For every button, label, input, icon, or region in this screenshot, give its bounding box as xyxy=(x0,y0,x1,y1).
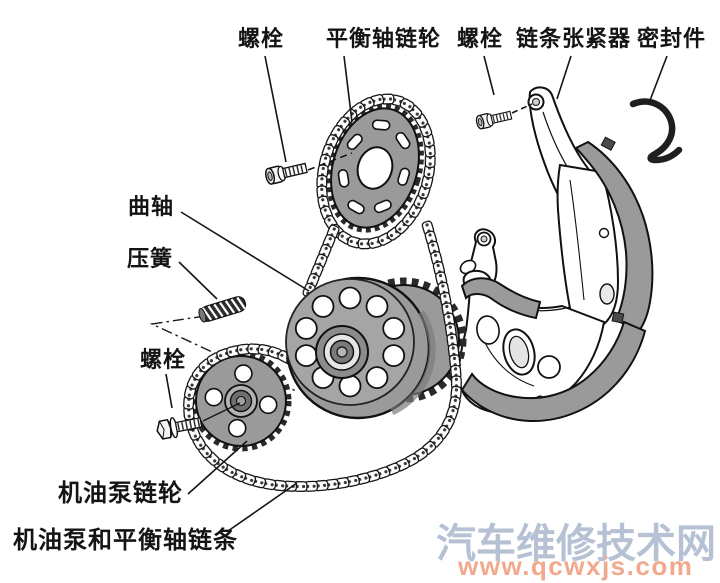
chain-link xyxy=(439,291,452,307)
seal xyxy=(629,98,683,164)
chain-loop-balance xyxy=(316,93,436,250)
label-bolt-right: 螺栓 xyxy=(457,26,504,51)
chain-tensioner-assembly xyxy=(457,86,654,423)
sprocket-slots xyxy=(337,119,411,215)
chain-link xyxy=(303,480,319,492)
chain-link xyxy=(399,98,415,112)
chain-strand-right-bottom xyxy=(182,220,462,492)
label-oil-pump-sprocket: 机油泵链轮 xyxy=(58,481,183,507)
chain-link xyxy=(293,481,308,492)
leader-lines xyxy=(165,55,668,532)
compression-spring xyxy=(198,296,247,323)
label-crankshaft: 曲轴 xyxy=(128,194,175,219)
guide-shoe-bottom xyxy=(460,320,647,423)
chain xyxy=(182,93,462,492)
balance-shaft-sprocket xyxy=(326,103,424,233)
bolt-top-left xyxy=(264,160,308,185)
watermark-site-url: www.qcwxjs.com xyxy=(458,551,694,581)
crankshaft-gear xyxy=(285,276,436,420)
label-seal: 密封件 xyxy=(637,26,707,51)
chain-link xyxy=(424,153,436,169)
bolt-top-right xyxy=(475,108,512,129)
guide-shoe-upper-left xyxy=(460,277,542,320)
label-chain-tensioner: 链条张紧器 xyxy=(516,26,632,51)
label-oil-pump-and-balance-shaft-chain: 机油泵和平衡轴链条 xyxy=(13,528,238,554)
label-bolt-lower: 螺栓 xyxy=(140,347,187,372)
chain-link xyxy=(447,343,460,359)
chain-strand-left xyxy=(302,224,340,298)
label-compression-spring: 压簧 xyxy=(127,246,174,271)
label-balance-shaft-sprocket: 平衡轴链轮 xyxy=(326,26,442,51)
watermark-site-name: 汽车维修技术网 xyxy=(436,522,716,566)
chain-link xyxy=(401,211,417,227)
crank-gear-holes xyxy=(294,286,406,398)
label-bolt-top: 螺栓 xyxy=(238,26,285,51)
